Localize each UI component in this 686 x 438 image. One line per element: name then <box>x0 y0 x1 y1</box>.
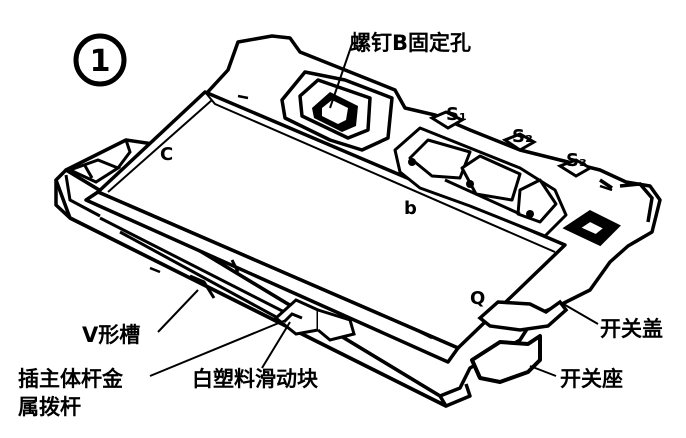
label-plastic-slider: 白塑料滑动块 <box>192 367 319 391</box>
figure-number: 1 <box>90 44 111 79</box>
leader-v-groove <box>157 289 199 333</box>
mark-a: Q <box>470 288 485 309</box>
screw-hole <box>312 92 358 132</box>
switch-tab-s3 <box>556 158 594 178</box>
mark-c: C <box>160 144 173 165</box>
switch-base-part <box>470 334 542 384</box>
plastic-slider-part <box>273 298 356 342</box>
label-pin-rod-line2: 属拨杆 <box>18 395 81 419</box>
leader-switch-base <box>529 365 557 377</box>
mark-s3: S₃ <box>566 150 587 171</box>
switch-tab-s1 <box>428 110 466 130</box>
switch-tabs <box>428 110 594 178</box>
switch-block <box>393 126 568 238</box>
leader-switch-cover <box>559 301 599 325</box>
switch-cover-part <box>477 299 569 332</box>
right-end-socket <box>562 178 654 247</box>
left-end-channel <box>64 139 132 218</box>
label-screw-hole: 螺钉B固定孔 <box>350 31 471 55</box>
hole-dot-3 <box>526 210 534 218</box>
label-switch-base: 开关座 <box>560 367 623 391</box>
switch-holes <box>408 158 534 218</box>
mark-s2: S₂ <box>512 126 533 147</box>
mark-b: b <box>404 198 417 219</box>
label-pin-rod-line1: 插主体杆金 <box>18 367 124 391</box>
hole-dot-2 <box>466 180 474 188</box>
switch-tab-s2 <box>501 132 538 152</box>
cover-plate <box>84 90 567 364</box>
front-rail <box>99 216 301 332</box>
edge-ribs <box>149 94 613 340</box>
hole-dot-1 <box>408 158 416 166</box>
label-v-groove: V形槽 <box>82 323 140 347</box>
figure-number-badge: 1 <box>73 33 127 87</box>
leader-lines <box>149 43 599 377</box>
label-switch-cover: 开关盖 <box>600 317 663 341</box>
mark-s1: S₁ <box>446 104 467 125</box>
leader-pin-rod <box>149 319 287 377</box>
leader-screw-hole <box>329 43 353 109</box>
leader-plastic-slider <box>261 321 291 369</box>
